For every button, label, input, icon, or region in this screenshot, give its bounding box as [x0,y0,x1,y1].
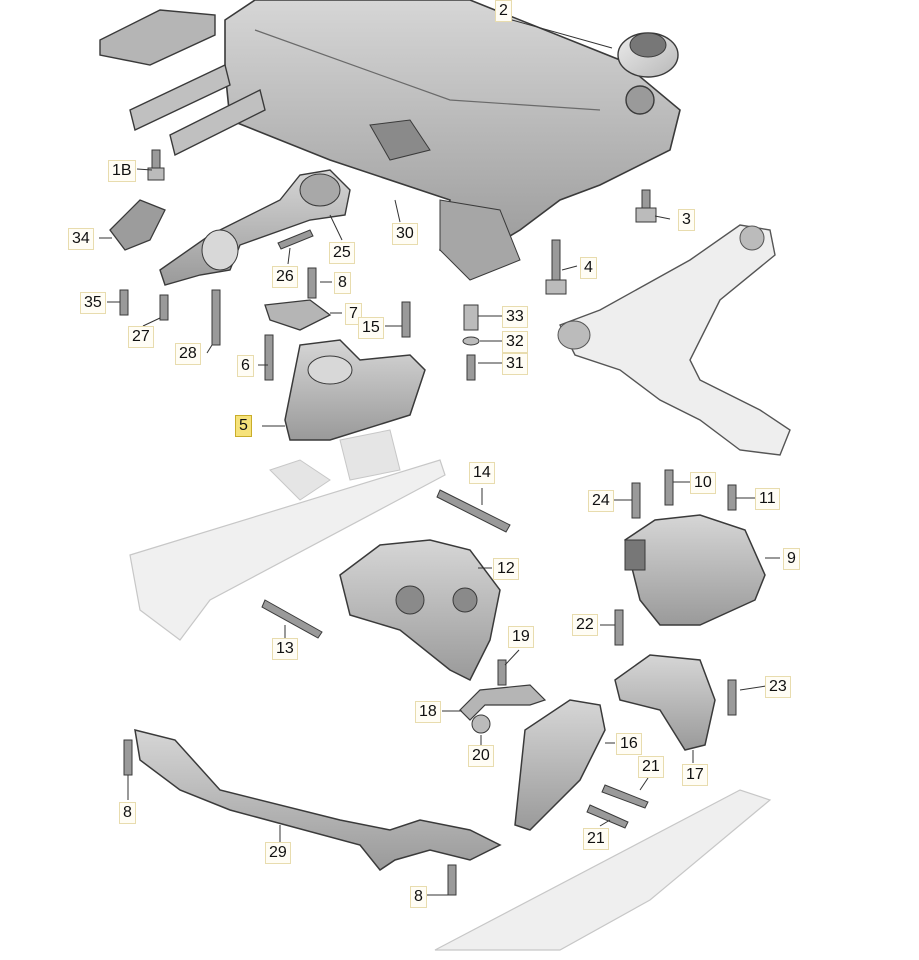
callout-12[interactable]: 12 [493,558,519,580]
mount-support [614,654,716,751]
callout-25[interactable]: 25 [329,242,355,264]
sleeve-33 [463,304,479,331]
gearbox-mount [624,514,766,626]
bolt-23 [727,679,737,716]
callout-32[interactable]: 32 [502,331,528,353]
bolt-8-bottom [447,864,457,896]
callout-8-bottom[interactable]: 8 [410,886,427,908]
callout-27[interactable]: 27 [128,326,154,348]
callout-1b[interactable]: 1B [108,160,136,182]
callout-6[interactable]: 6 [237,355,254,377]
control-arm [557,224,791,456]
bolt-35 [119,289,129,316]
bolt-4 [545,239,567,295]
nut-20 [471,714,491,734]
bolt-24 [631,482,641,519]
callout-28[interactable]: 28 [175,343,201,365]
callout-21-upper[interactable]: 21 [638,756,664,778]
callout-13[interactable]: 13 [272,638,298,660]
callout-8-left[interactable]: 8 [119,802,136,824]
bolt-27 [159,294,169,321]
body-panel-center [129,429,446,641]
transmission-bracket [339,539,501,682]
callout-34[interactable]: 34 [68,228,94,250]
bolt-6 [264,334,274,381]
callout-24[interactable]: 24 [588,490,614,512]
callout-16[interactable]: 16 [616,733,642,755]
callout-2[interactable]: 2 [495,0,512,22]
callout-26[interactable]: 26 [272,266,298,288]
callout-19[interactable]: 19 [508,626,534,648]
bolt-14 [436,489,511,533]
bolt-15 [401,301,411,338]
callout-30[interactable]: 30 [392,223,418,245]
bolt-21-upper [601,784,649,809]
callout-35[interactable]: 35 [80,292,106,314]
bolt-21-lower [586,804,629,829]
callout-18[interactable]: 18 [415,701,441,723]
callout-5[interactable]: 5 [235,415,252,437]
heat-shield-plates [99,9,266,157]
bolt-8-left [123,739,133,776]
bolt-13 [261,599,323,639]
plate-bracket [264,299,332,331]
callout-3[interactable]: 3 [678,209,695,231]
mount-bracket [159,169,351,286]
callout-9[interactable]: 9 [783,548,800,570]
callout-10[interactable]: 10 [690,472,716,494]
bolt-26 [277,229,314,250]
washer-32 [462,336,480,346]
leader-lines [99,17,780,896]
wire-bracket [459,684,547,721]
bolt-31 [466,354,476,381]
bolt-1b [147,149,165,181]
bolt-10 [664,469,674,506]
callout-7[interactable]: 7 [345,303,362,325]
bolt-8-top [307,267,317,299]
callout-11[interactable]: 11 [755,488,780,510]
callout-22[interactable]: 22 [572,614,598,636]
bolt-28 [211,289,221,346]
body-panel-right [434,789,772,951]
callout-17[interactable]: 17 [682,764,708,786]
pendulum-bracket [514,699,606,831]
callout-33[interactable]: 33 [502,306,528,328]
small-bracket [109,199,166,251]
callout-15[interactable]: 15 [358,317,384,339]
bolt-3 [635,189,657,223]
callout-8-top[interactable]: 8 [334,272,351,294]
bolt-19 [497,659,507,686]
bolt-11 [727,484,737,511]
callout-4[interactable]: 4 [580,257,597,279]
engine-mount [284,339,426,441]
bolt-22 [614,609,624,646]
callout-20[interactable]: 20 [468,745,494,767]
callout-31[interactable]: 31 [502,353,528,375]
rubber-bushing [617,32,679,78]
callout-29[interactable]: 29 [265,842,291,864]
exhaust-pipe [134,728,502,872]
callout-14[interactable]: 14 [469,462,495,484]
callout-23[interactable]: 23 [765,676,791,698]
subframe [224,0,681,281]
callout-21-lower[interactable]: 21 [583,828,609,850]
